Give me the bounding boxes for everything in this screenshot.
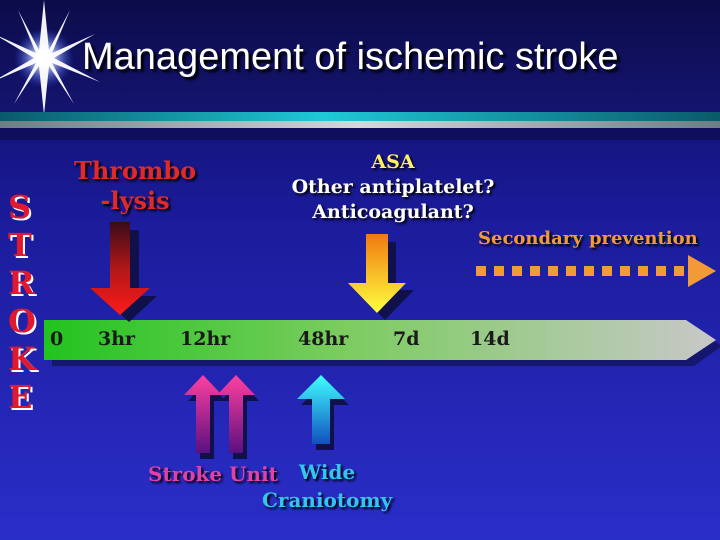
- thrombolysis-label: Thrombo -lysis: [74, 156, 196, 216]
- stroke-unit-arrow-icon: [184, 375, 226, 459]
- antithrombotic-label: ASA Other antiplatelet? Anticoagulant?: [278, 150, 508, 225]
- asa-label: ASA: [278, 150, 508, 175]
- timeline-arrow: [44, 320, 720, 366]
- timeline-tick: 12hr: [180, 328, 230, 350]
- stroke-letter: E: [8, 378, 44, 416]
- stroke-letter: O: [8, 302, 44, 340]
- title-rule: [0, 128, 720, 140]
- vertical-stroke-label: S T R O K E: [8, 188, 44, 416]
- antiplatelet-label: Other antiplatelet?: [278, 175, 508, 200]
- stroke-unit-label: Stroke Unit: [148, 462, 278, 486]
- craniotomy-arrow-icon: [297, 375, 349, 450]
- timeline-tick: 0: [50, 328, 63, 350]
- thrombolysis-label-line: -lysis: [74, 186, 196, 216]
- stroke-letter: T: [8, 226, 44, 264]
- timeline-tick: 3hr: [98, 328, 135, 350]
- timeline-tick: 48hr: [298, 328, 348, 350]
- antithrombotic-arrow-icon: [348, 234, 414, 320]
- thrombolysis-arrow-icon: [90, 222, 157, 322]
- timeline-tick: 14d: [470, 328, 510, 350]
- craniotomy-label-line: Craniotomy: [262, 486, 392, 514]
- secondary-prevention-arrow-icon: [476, 255, 716, 287]
- thrombolysis-label-line: Thrombo: [74, 156, 196, 186]
- timeline-tick: 7d: [393, 328, 420, 350]
- title-rule: [0, 121, 720, 128]
- stroke-unit-arrow-icon: [217, 375, 259, 459]
- stroke-letter: K: [8, 340, 44, 378]
- secondary-prevention-label: Secondary prevention: [478, 228, 698, 249]
- page-title: Management of ischemic stroke: [82, 36, 618, 79]
- stroke-letter: R: [8, 264, 44, 302]
- craniotomy-label-line: Wide: [262, 458, 392, 486]
- anticoagulant-label: Anticoagulant?: [278, 200, 508, 225]
- title-rule: [0, 112, 720, 121]
- stroke-letter: S: [8, 188, 44, 226]
- craniotomy-label: Wide Craniotomy: [262, 458, 392, 514]
